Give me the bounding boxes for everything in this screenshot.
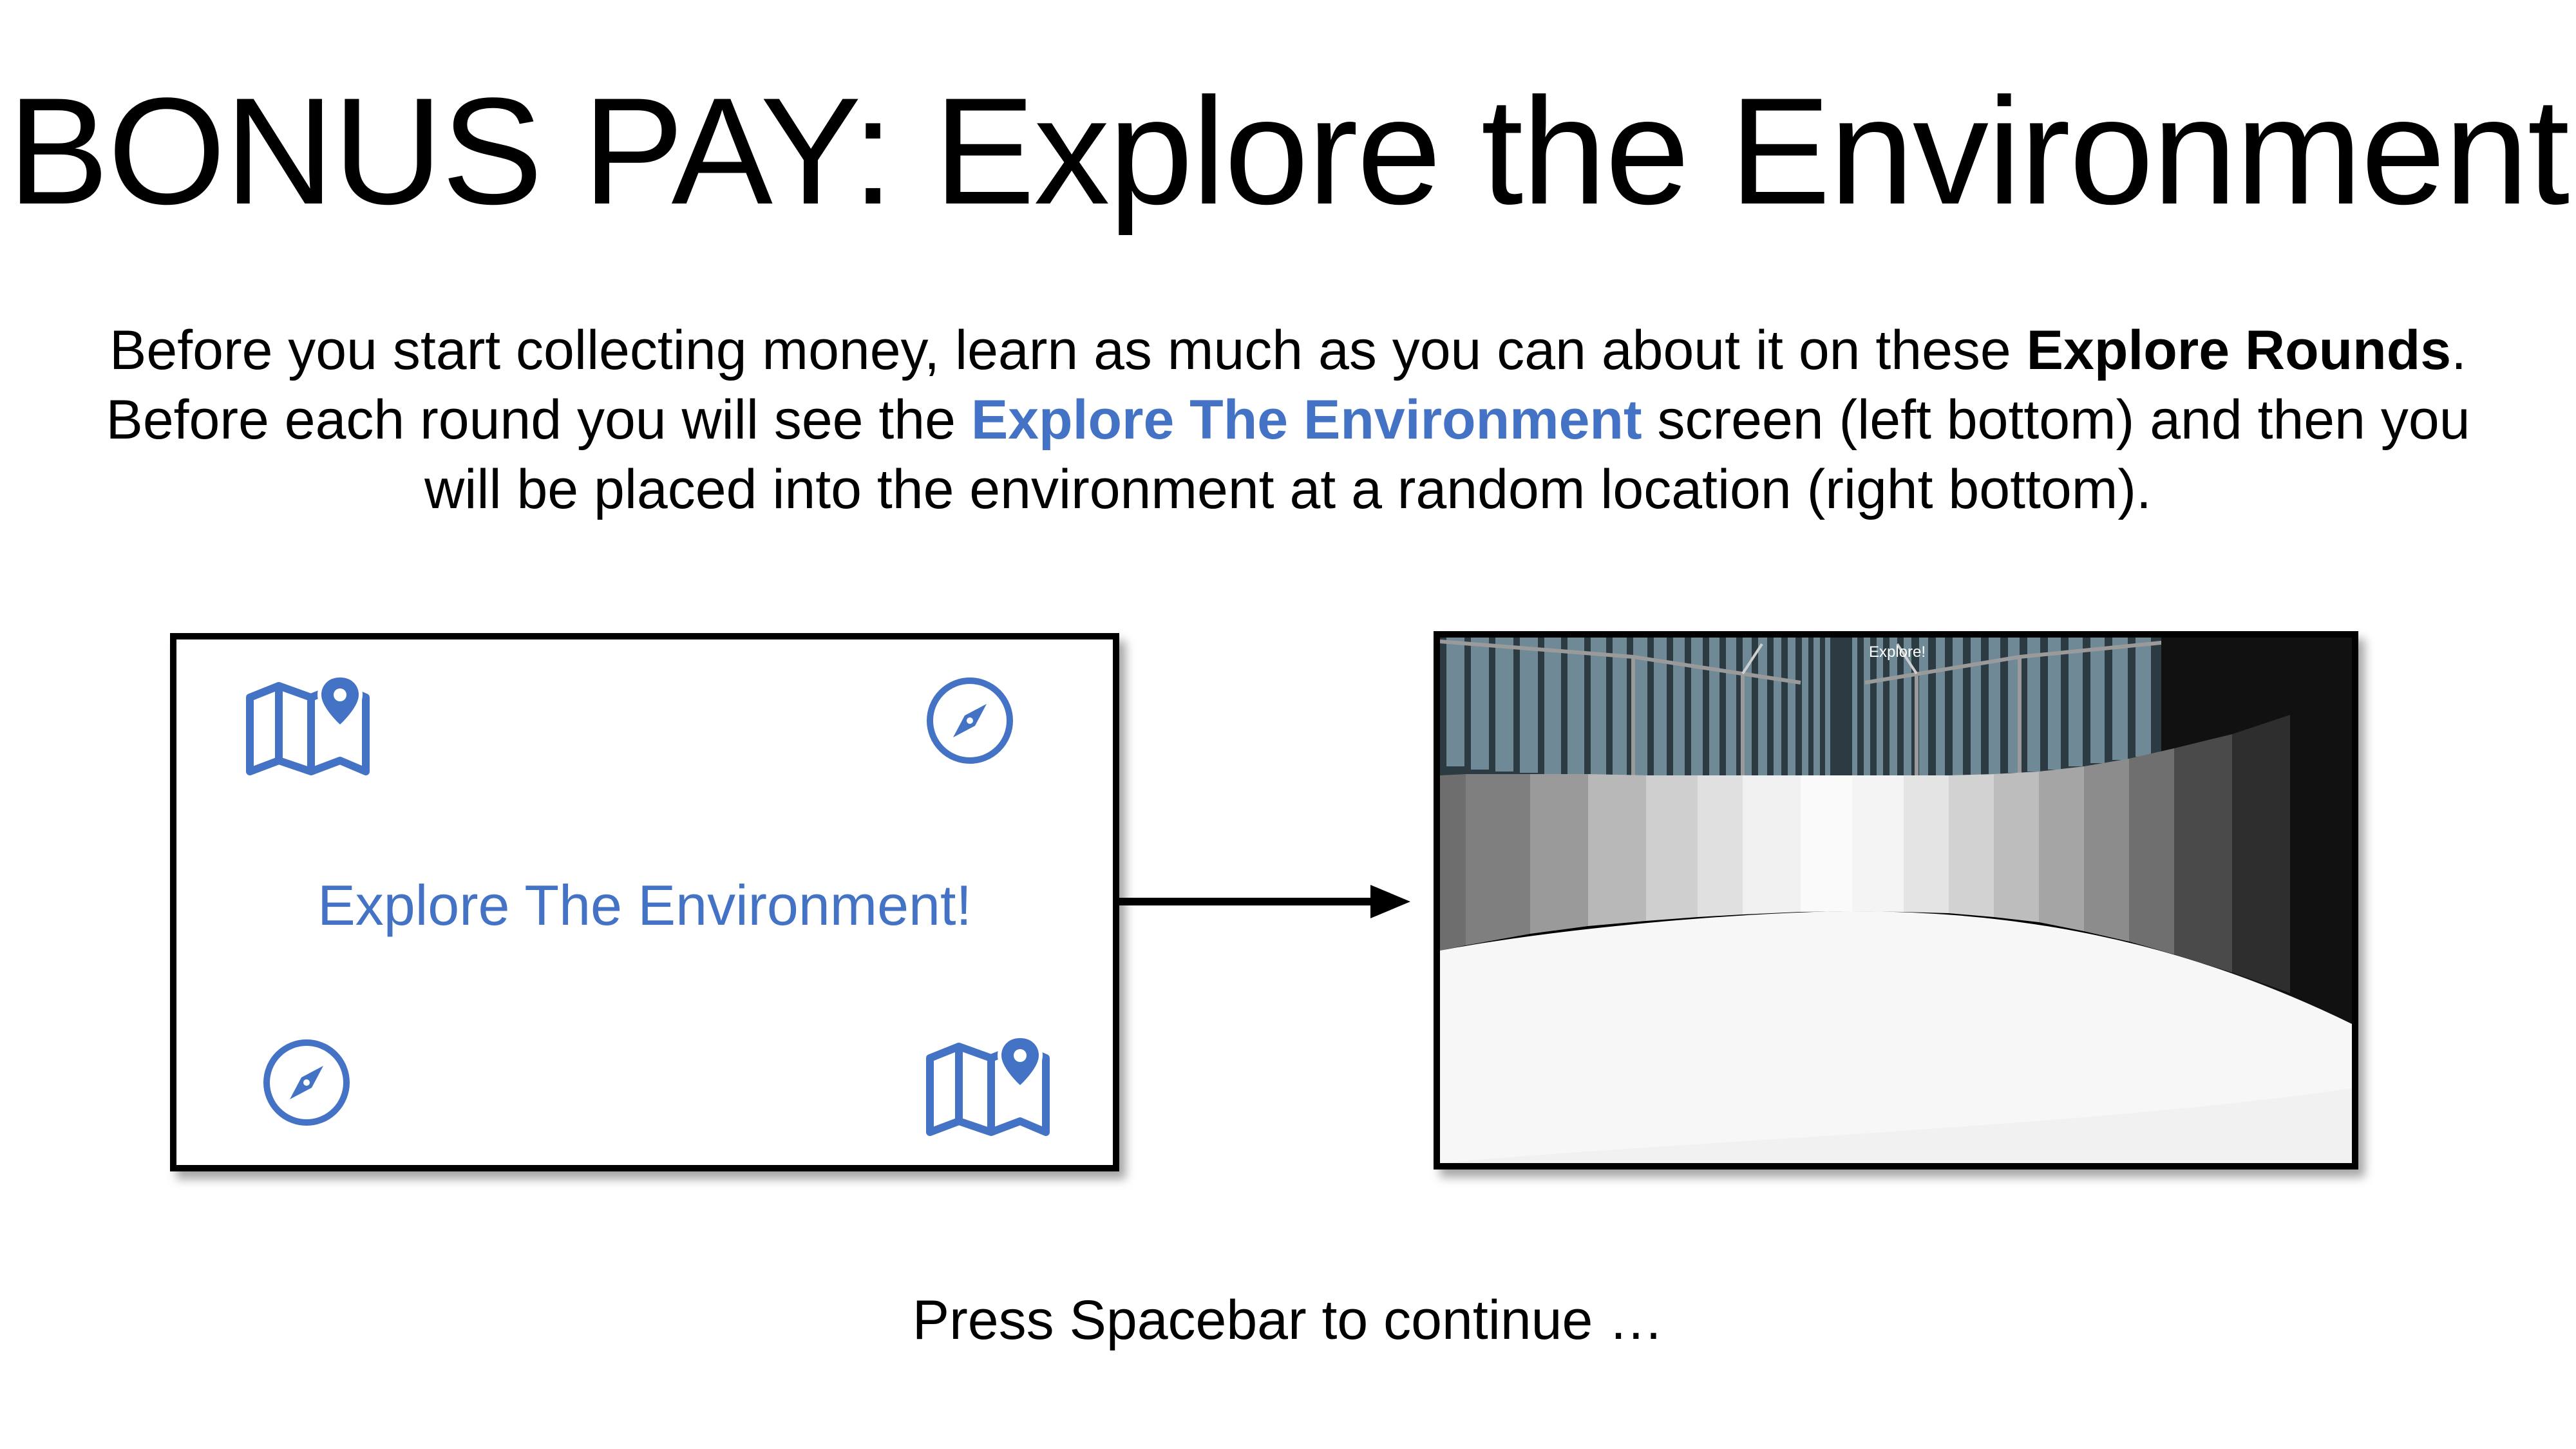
intro-line-2-text: Before each round you will see the [106,389,971,451]
intro-paragraph: Before you start collecting money, learn… [26,316,2550,524]
explore-screen-term: Explore The Environment [971,389,1642,451]
map-pin-icon [926,1034,1050,1136]
transition-arrow-icon [1119,885,1410,918]
compass-icon [927,677,1013,764]
slide-title: BONUS PAY: Explore the Environment [0,61,2576,242]
title-rest-part: Explore the Environment [893,66,2570,236]
intro-line-3: will be placed into the environment at a… [424,459,2152,520]
environment-wall [1440,696,2352,1024]
title-bold-part: BONUS PAY: [7,66,895,236]
environment-floor [1440,911,2352,1163]
explore-screen-label: Explore The Environment! [317,873,972,937]
explore-rounds-term: Explore Rounds [2026,319,2452,381]
explore-screen-preview: Explore The Environment! [170,633,1119,1171]
intro-line-1-text: Before you start collecting money, learn… [109,319,2027,381]
intro-line-2-end: screen (left bottom) and then you [1642,389,2470,451]
map-pin-icon [246,673,370,775]
hud-explore-label: Explore! [1869,643,1926,661]
intro-line-2: Before each round you will see the Explo… [26,385,2550,455]
environment-scene: Explore! [1440,638,2352,1163]
intro-line-1: Before you start collecting money, learn… [26,316,2550,385]
compass-icon [263,1039,350,1126]
continue-prompt: Press Spacebar to continue … [912,1289,1664,1351]
intro-line-1-end: . [2451,319,2467,381]
environment-view: Explore! [1434,631,2358,1170]
